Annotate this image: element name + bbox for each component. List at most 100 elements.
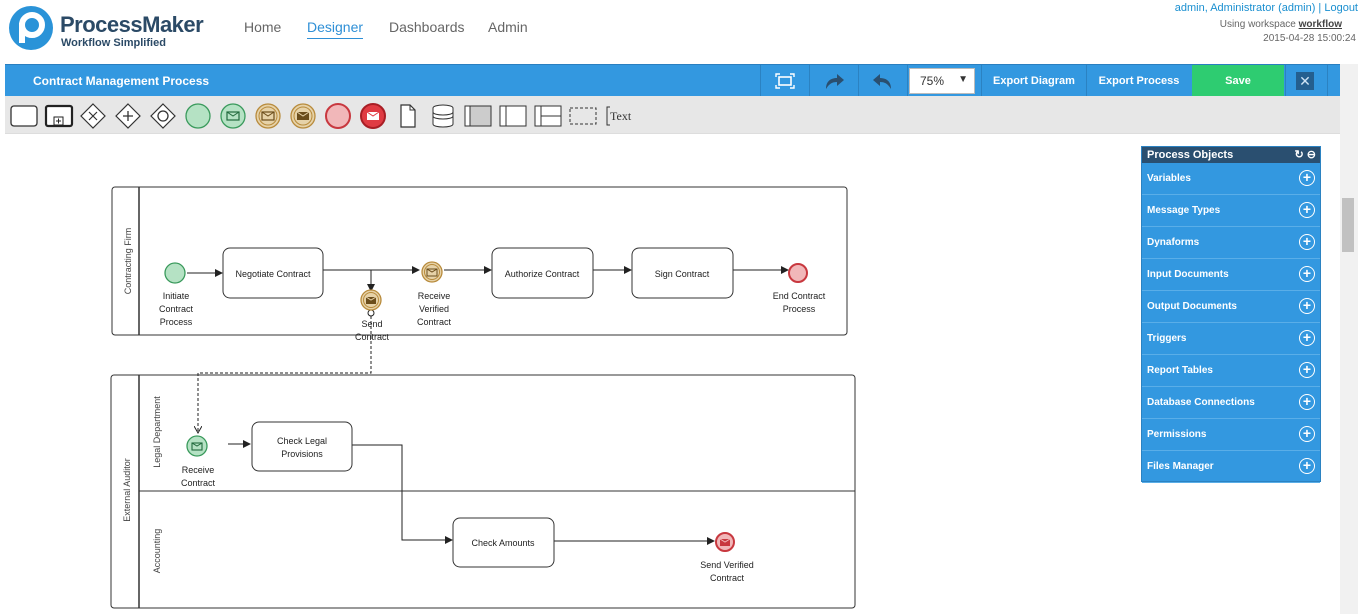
- intermediate-event-receive-verified[interactable]: Receive Verified Contract: [417, 261, 452, 327]
- diagram-canvas[interactable]: Contracting Firm External Auditor Legal …: [0, 135, 1340, 614]
- panel-item-dynaforms[interactable]: Dynaforms +: [1142, 227, 1320, 259]
- add-icon[interactable]: +: [1299, 298, 1315, 314]
- pool-icon[interactable]: [464, 105, 492, 127]
- group-icon[interactable]: [569, 107, 597, 125]
- panel-item-files-manager[interactable]: Files Manager +: [1142, 451, 1320, 483]
- processmaker-logo-icon[interactable]: [8, 5, 54, 51]
- end-message-event-send-verified[interactable]: Send Verified Contract: [700, 532, 754, 583]
- panel-item-label: Report Tables: [1147, 365, 1213, 376]
- panel-item-label: Dynaforms: [1147, 237, 1200, 248]
- scrollbar-thumb[interactable]: [1342, 198, 1354, 252]
- start-event-icon[interactable]: [185, 103, 211, 129]
- sequence-flows: [187, 266, 789, 545]
- chevron-down-icon: ▼: [958, 74, 968, 85]
- task-label: Negotiate Contract: [235, 269, 311, 279]
- fullscreen-button[interactable]: [761, 65, 809, 97]
- vertical-scrollbar[interactable]: [1340, 64, 1358, 614]
- lane-vertical-icon[interactable]: [534, 105, 562, 127]
- lane-icon[interactable]: [499, 105, 527, 127]
- task-label: Check Legal: [277, 436, 327, 446]
- export-diagram-button[interactable]: Export Diagram: [993, 75, 1075, 87]
- panel-item-label: Database Connections: [1147, 397, 1255, 408]
- add-icon[interactable]: +: [1299, 394, 1315, 410]
- event-label: Process: [160, 317, 193, 327]
- panel-item-message-types[interactable]: Message Types+: [1142, 195, 1320, 227]
- panel-item-label: Triggers: [1147, 333, 1187, 344]
- add-icon[interactable]: +: [1299, 458, 1315, 474]
- nav-admin[interactable]: Admin: [488, 19, 528, 35]
- panel-item-permissions[interactable]: Permissions+: [1142, 419, 1320, 451]
- panel-item-report-tables[interactable]: Report Tables +: [1142, 355, 1320, 387]
- workspace-name: workflow: [1298, 19, 1342, 30]
- zoom-value: 75%: [920, 74, 945, 88]
- add-icon[interactable]: +: [1299, 234, 1315, 250]
- intermediate-message-throw-icon[interactable]: [290, 103, 316, 129]
- event-label: Contract: [181, 478, 216, 488]
- panel-item-label: Files Manager: [1147, 461, 1214, 472]
- text-annotation-icon[interactable]: Text: [606, 106, 632, 126]
- data-object-icon[interactable]: [400, 104, 416, 128]
- panel-item-database-connections[interactable]: Database Connections +: [1142, 387, 1320, 419]
- panel-header: Process Objects ↻ ⊖: [1142, 147, 1320, 163]
- logout-link[interactable]: Logout: [1324, 2, 1358, 14]
- refresh-icon[interactable]: ↻: [1294, 149, 1304, 161]
- task-label: Provisions: [281, 449, 323, 459]
- task-check-legal-provisions[interactable]: Check Legal Provisions: [251, 421, 353, 472]
- intermediate-event-send-contract[interactable]: Send Contract: [355, 289, 390, 342]
- task-icon[interactable]: [10, 105, 38, 127]
- save-button[interactable]: Save: [1192, 65, 1284, 97]
- add-icon[interactable]: +: [1299, 362, 1315, 378]
- designer-toolbar: Contract Management Process 75% ▼ Export…: [5, 64, 1340, 97]
- nav-designer[interactable]: Designer: [307, 19, 364, 39]
- add-icon[interactable]: +: [1299, 202, 1315, 218]
- task-negotiate-contract[interactable]: Negotiate Contract: [222, 247, 324, 299]
- intermediate-message-catch-icon[interactable]: [255, 103, 281, 129]
- pool-contracting-firm[interactable]: Contracting Firm: [111, 186, 848, 336]
- redo-icon: [826, 74, 844, 89]
- data-store-icon[interactable]: [432, 104, 454, 128]
- parallel-gateway-icon[interactable]: [115, 103, 141, 129]
- task-authorize-contract[interactable]: Authorize Contract: [491, 247, 594, 299]
- event-label: Contract: [355, 332, 390, 342]
- add-icon[interactable]: +: [1299, 426, 1315, 442]
- task-sign-contract[interactable]: Sign Contract: [631, 247, 734, 299]
- subprocess-icon[interactable]: [44, 104, 74, 128]
- inclusive-gateway-icon[interactable]: [150, 103, 176, 129]
- redo-button[interactable]: [810, 65, 858, 97]
- close-icon[interactable]: ✕: [1296, 72, 1314, 90]
- panel-item-triggers[interactable]: Triggers +: [1142, 323, 1320, 355]
- nav-dashboards[interactable]: Dashboards: [389, 19, 465, 35]
- top-header: ProcessMaker Workflow Simplified Home De…: [0, 0, 1364, 64]
- export-process-button[interactable]: Export Process: [1098, 75, 1180, 87]
- zoom-select[interactable]: 75% ▼: [909, 68, 975, 94]
- event-label: Initiate: [163, 291, 190, 301]
- end-event-end-contract[interactable]: End Contract Process: [773, 263, 826, 314]
- add-icon[interactable]: +: [1299, 266, 1315, 282]
- workspace-prefix: Using workspace: [1219, 19, 1296, 30]
- panel-title: Process Objects: [1147, 149, 1234, 161]
- collapse-icon[interactable]: ⊖: [1306, 149, 1316, 161]
- panel-item-variables[interactable]: Variables+: [1142, 163, 1320, 195]
- add-icon[interactable]: +: [1299, 330, 1315, 346]
- panel-item-input-documents[interactable]: Input Documents +: [1142, 259, 1320, 291]
- exclusive-gateway-icon[interactable]: [80, 103, 106, 129]
- brand-subtitle: Workflow Simplified: [61, 37, 166, 49]
- user-name-link[interactable]: admin, Administrator (admin): [1174, 2, 1316, 14]
- panel-item-label: Input Documents: [1147, 269, 1229, 280]
- start-message-event-receive-contract[interactable]: Receive Contract: [181, 435, 216, 488]
- user-separator: |: [1318, 2, 1322, 14]
- add-icon[interactable]: +: [1299, 170, 1315, 186]
- task-label: Authorize Contract: [505, 269, 580, 279]
- pool-label: External Auditor: [122, 458, 132, 522]
- text-annotation-label: Text: [610, 109, 632, 123]
- end-message-event-icon[interactable]: [360, 103, 386, 129]
- undo-button[interactable]: [859, 65, 907, 97]
- start-event-initiate[interactable]: Initiate Contract Process: [159, 262, 194, 327]
- panel-item-output-documents[interactable]: Output Documents+: [1142, 291, 1320, 323]
- start-message-event-icon[interactable]: [220, 103, 246, 129]
- event-label: End Contract: [773, 291, 826, 301]
- task-check-amounts[interactable]: Check Amounts: [452, 517, 555, 568]
- end-event-icon[interactable]: [325, 103, 351, 129]
- nav-home[interactable]: Home: [244, 19, 282, 35]
- event-label: Contract: [159, 304, 194, 314]
